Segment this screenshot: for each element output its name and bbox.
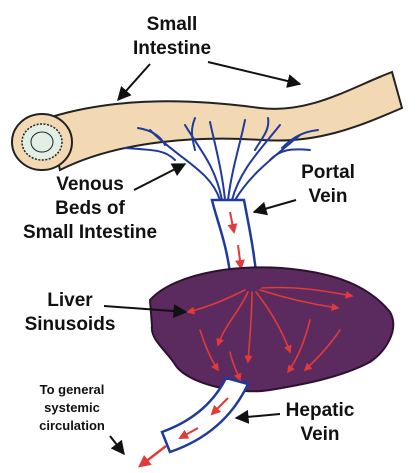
small-intestine-arrow-left xyxy=(118,64,150,100)
label-small-intestine-1: Small xyxy=(147,14,198,35)
hepatic-vein-arrow xyxy=(236,414,280,418)
liver xyxy=(150,267,393,391)
label-venous-1: Venous xyxy=(56,174,124,195)
exit-flow-arrow xyxy=(140,446,166,466)
label-liver-2: Sinusoids xyxy=(25,314,116,335)
portal-vein-arrow xyxy=(254,200,296,212)
label-general-1: To general xyxy=(40,382,105,397)
intestine-lumen xyxy=(31,132,53,152)
label-venous-2: Beds of xyxy=(55,198,125,219)
general-circulation-arrow xyxy=(110,436,124,454)
label-portal-2: Vein xyxy=(308,186,347,207)
label-portal-1: Portal xyxy=(301,162,355,183)
small-intestine-arrow-right xyxy=(208,62,300,84)
small-intestine xyxy=(12,72,402,170)
label-general-2: systemic xyxy=(44,400,100,415)
label-liver-1: Liver xyxy=(47,290,93,311)
venous-beds-arrow xyxy=(134,164,185,190)
label-hepatic-2: Vein xyxy=(300,424,339,445)
label-small-intestine-2: Intestine xyxy=(133,38,211,59)
label-hepatic-1: Hepatic xyxy=(286,400,355,421)
label-venous-3: Small Intestine xyxy=(23,222,157,243)
hepatic-vein xyxy=(140,378,248,466)
label-general-3: circulation xyxy=(39,418,105,433)
